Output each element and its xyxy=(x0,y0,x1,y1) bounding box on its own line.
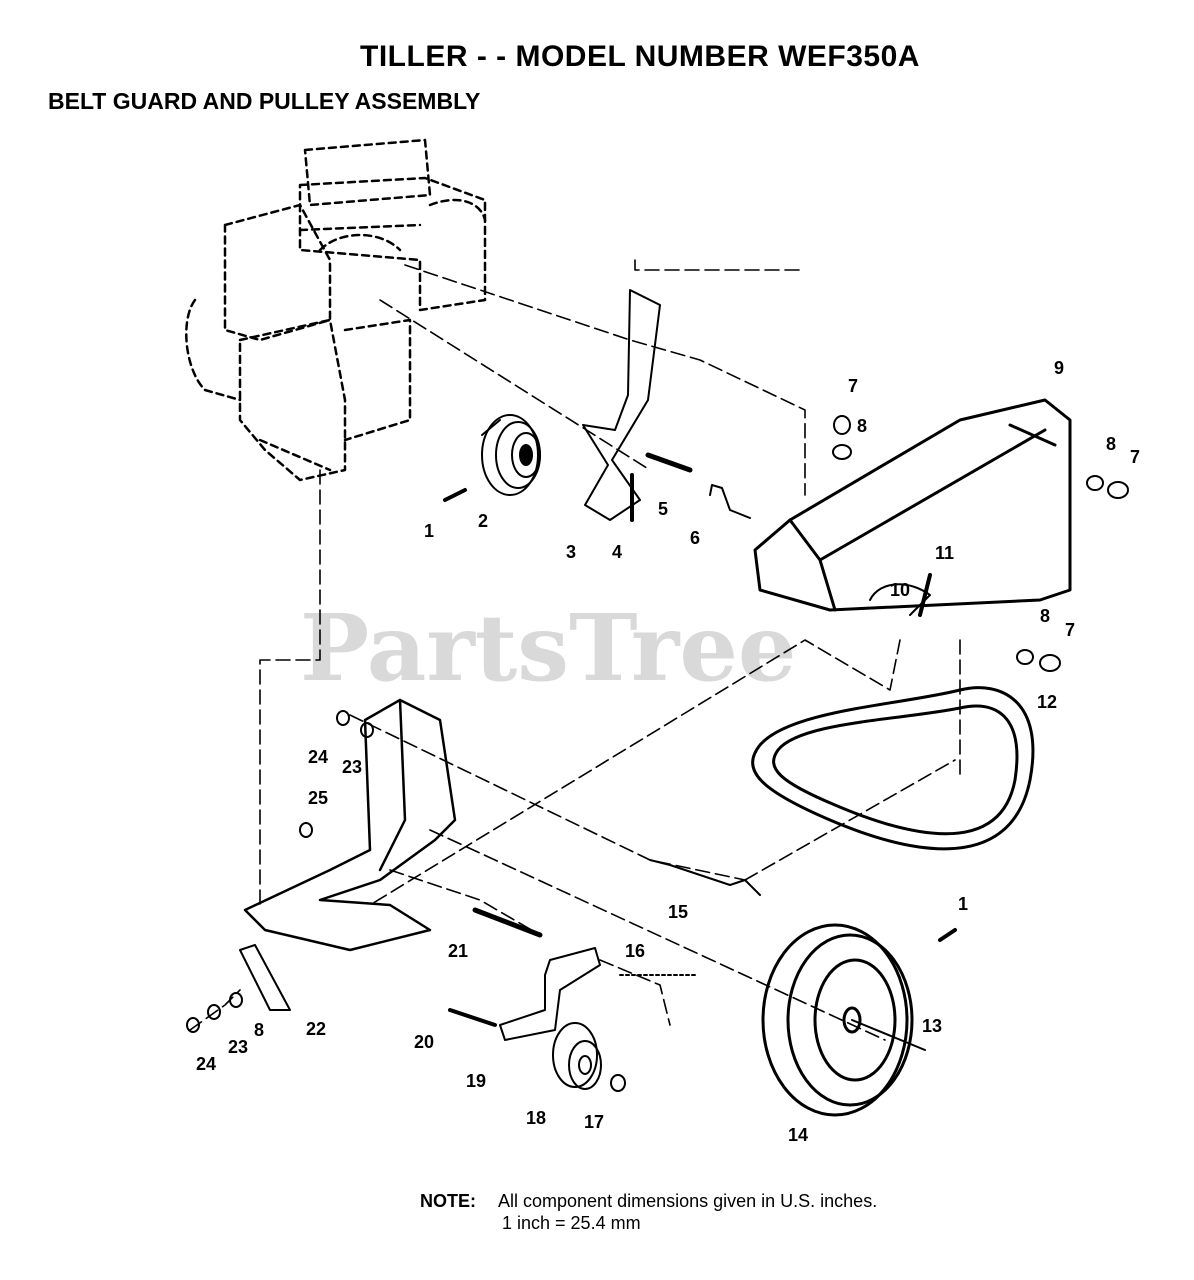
linkage-rod xyxy=(649,859,761,896)
note-line-2: 1 inch = 25.4 mm xyxy=(502,1213,641,1233)
callout-12: 12 xyxy=(1037,692,1057,712)
note-label: NOTE: xyxy=(420,1191,476,1211)
callout-9: 9 xyxy=(1054,358,1064,378)
section-subtitle: BELT GUARD AND PULLEY ASSEMBLY xyxy=(48,88,481,114)
callout-14: 14 xyxy=(788,1125,808,1145)
callout-10: 10 xyxy=(890,580,910,600)
callout-4: 4 xyxy=(612,542,622,562)
callout-13: 13 xyxy=(922,1016,942,1036)
callout-6: 6 xyxy=(690,528,700,548)
callout-15: 15 xyxy=(668,902,688,922)
callout-1: 1 xyxy=(424,521,434,541)
guard-slot xyxy=(869,583,931,616)
callout-16: 16 xyxy=(625,941,645,961)
lower-washers xyxy=(186,710,374,1033)
callout-7: 7 xyxy=(848,376,858,396)
belt-guard-bracket xyxy=(582,289,661,521)
callout-labels: 1 2 3 4 5 6 7 8 9 8 7 11 10 8 7 12 24 23… xyxy=(196,358,1140,1145)
idler-nut xyxy=(610,1074,626,1092)
lower-bracket xyxy=(239,944,291,1011)
callout-21: 21 xyxy=(448,941,468,961)
callout-8: 8 xyxy=(1040,606,1050,626)
callout-25: 25 xyxy=(308,788,328,808)
callout-8: 8 xyxy=(254,1020,264,1040)
callout-5: 5 xyxy=(658,499,668,519)
nut-washer-hardware xyxy=(832,415,1129,672)
callout-23: 23 xyxy=(342,757,362,777)
note-line-1: All component dimensions given in U.S. i… xyxy=(498,1191,878,1211)
callout-7: 7 xyxy=(1065,620,1075,640)
idler-arm xyxy=(499,947,601,1041)
callout-24: 24 xyxy=(308,747,328,767)
engine-outline xyxy=(185,138,487,482)
callout-22: 22 xyxy=(306,1019,326,1039)
idler-bolt xyxy=(448,1008,497,1027)
drive-belt xyxy=(751,686,1035,851)
callout-23: 23 xyxy=(228,1037,248,1057)
callout-8: 8 xyxy=(1106,434,1116,454)
callout-20: 20 xyxy=(414,1032,434,1052)
callout-24: 24 xyxy=(196,1054,216,1074)
idler-pulley xyxy=(552,1022,602,1090)
pulley-setscrew xyxy=(938,928,957,942)
callout-8: 8 xyxy=(857,416,867,436)
callout-7: 7 xyxy=(1130,447,1140,467)
dimension-note: NOTE: All component dimensions given in U… xyxy=(420,1190,877,1234)
watermark-text: PartsTree xyxy=(300,594,796,702)
mounting-plate xyxy=(243,698,457,952)
callout-18: 18 xyxy=(526,1108,546,1128)
callout-1: 1 xyxy=(958,894,968,914)
engine-pulley xyxy=(481,414,541,496)
callout-3: 3 xyxy=(566,542,576,562)
belt-guard xyxy=(753,398,1072,612)
pivot-shaft xyxy=(472,907,543,938)
callout-2: 2 xyxy=(478,511,488,531)
setscrew xyxy=(443,488,467,502)
callout-11: 11 xyxy=(935,543,954,563)
bolt-5 xyxy=(645,452,693,473)
callout-17: 17 xyxy=(584,1112,604,1132)
guard-bolt xyxy=(918,573,932,617)
guard-rod xyxy=(709,484,751,519)
large-pulley xyxy=(761,923,926,1117)
callout-19: 19 xyxy=(466,1071,486,1091)
page-title: TILLER - - MODEL NUMBER WEF350A xyxy=(360,40,920,73)
leader-lines xyxy=(189,259,961,1041)
